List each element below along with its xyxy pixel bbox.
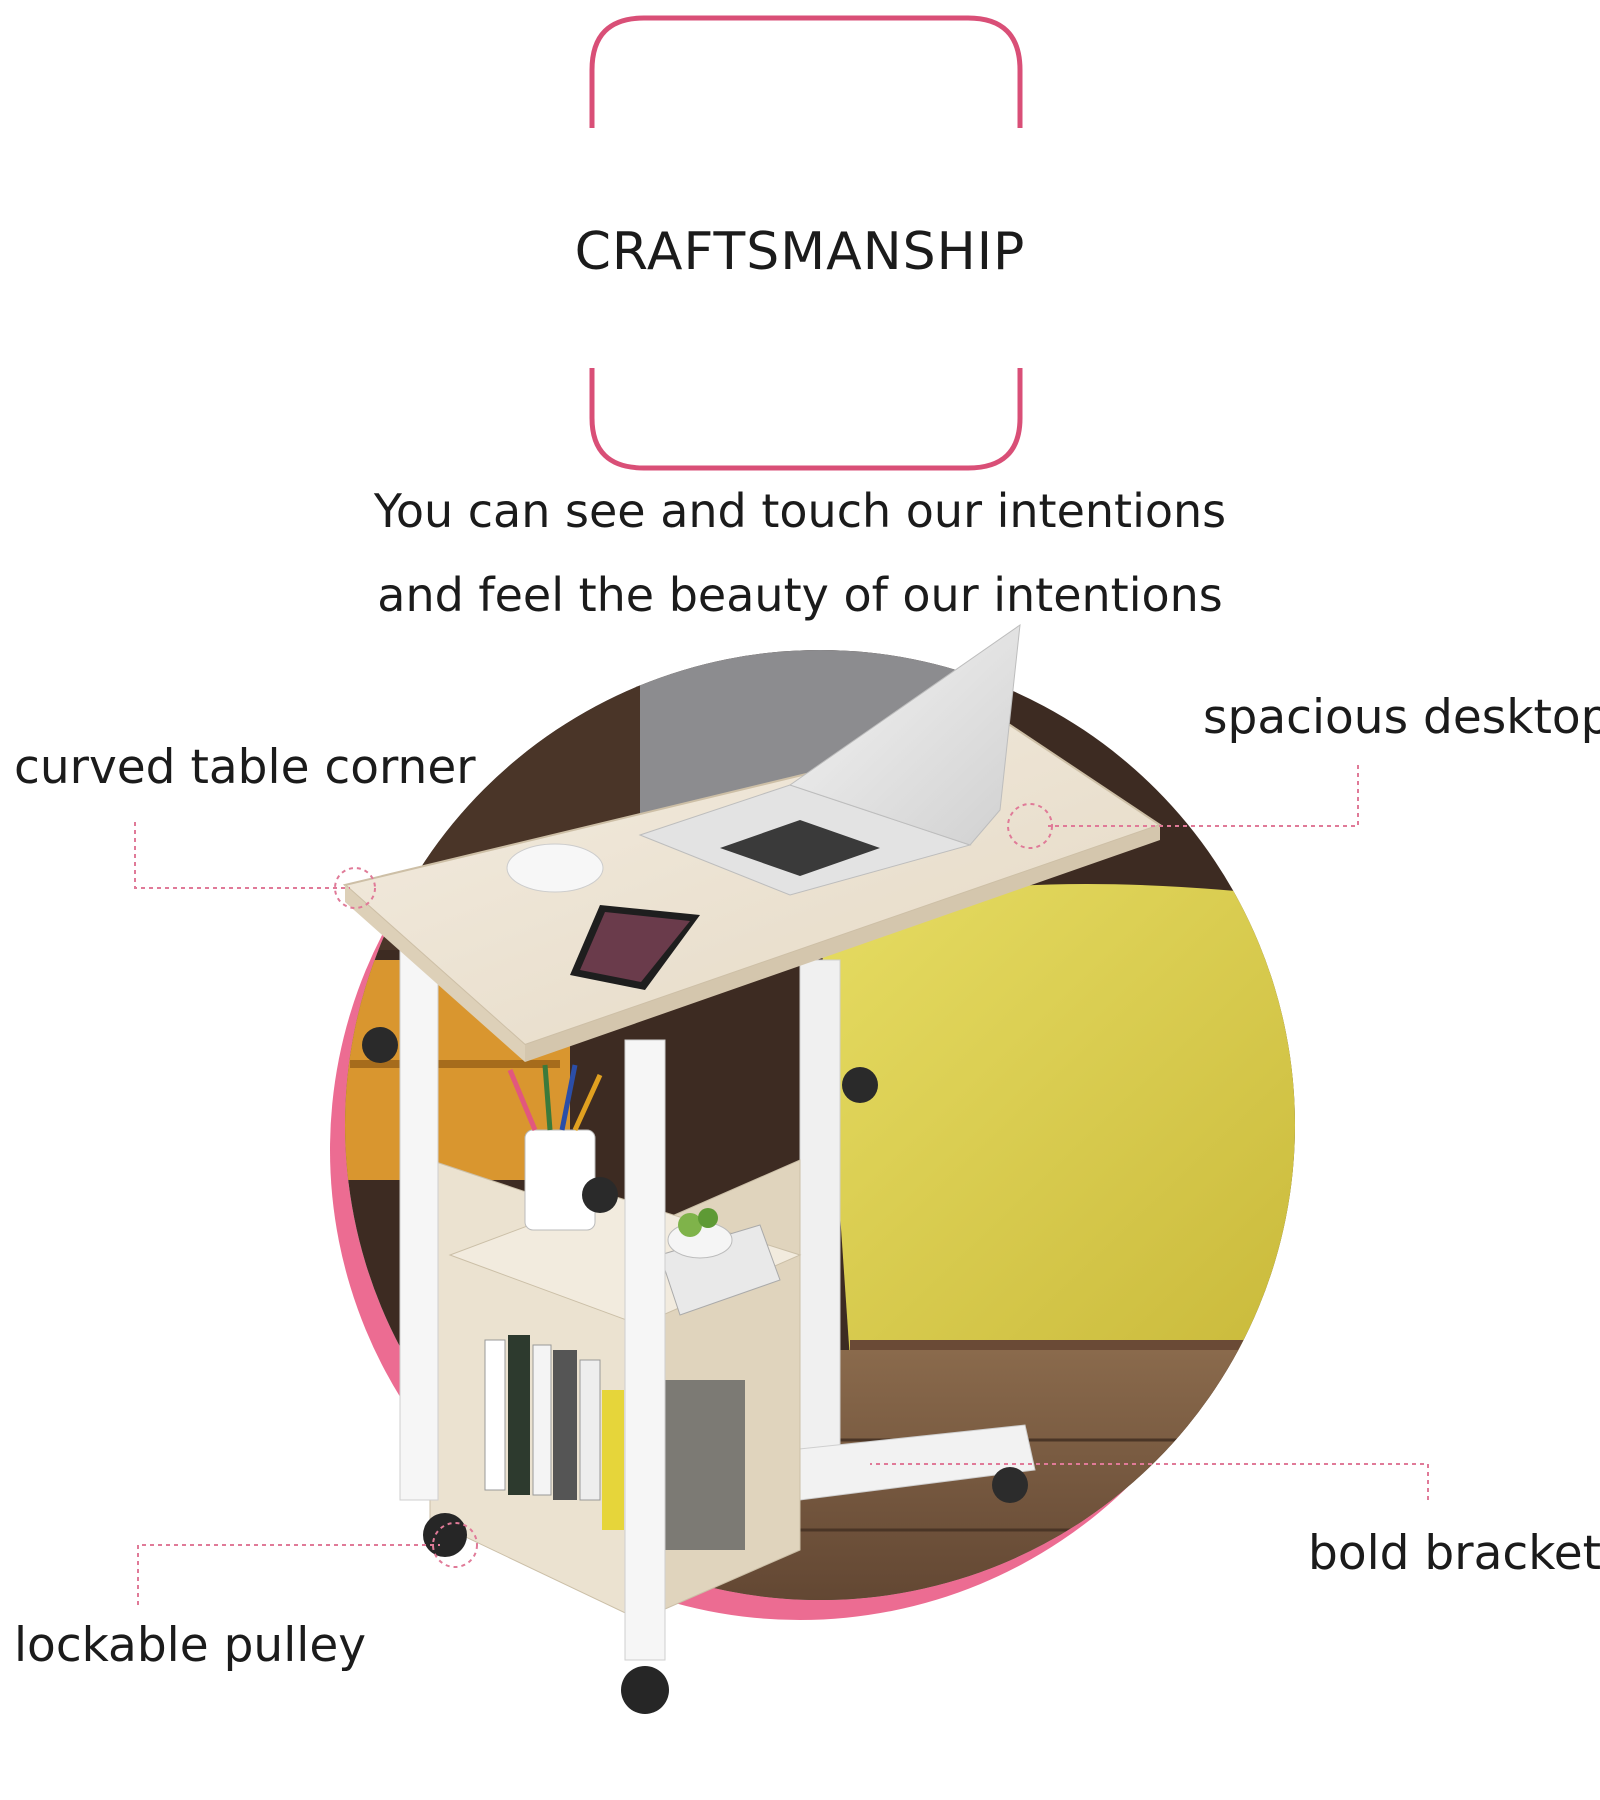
- books: [484, 1335, 745, 1550]
- decor-plant: [659, 1208, 781, 1316]
- title-frame: [589, 15, 1023, 471]
- side-table: [342, 623, 1163, 1714]
- callout-lines: [134, 765, 1429, 1605]
- callout-curved-corner: curved table corner: [14, 740, 476, 795]
- tagline-line-1: You can see and touch our intentions: [373, 484, 1227, 538]
- page-title: CRAFTSMANSHIP: [574, 222, 1026, 282]
- callout-spacious-desktop: spacious desktop: [1203, 690, 1600, 745]
- pencil-cup: [507, 1064, 603, 1231]
- tagline-line-2: and feel the beauty of our intentions: [377, 568, 1223, 622]
- callout-lockable-pulley: lockable pulley: [14, 1618, 367, 1673]
- callout-bold-bracket: bold bracket: [1308, 1526, 1600, 1581]
